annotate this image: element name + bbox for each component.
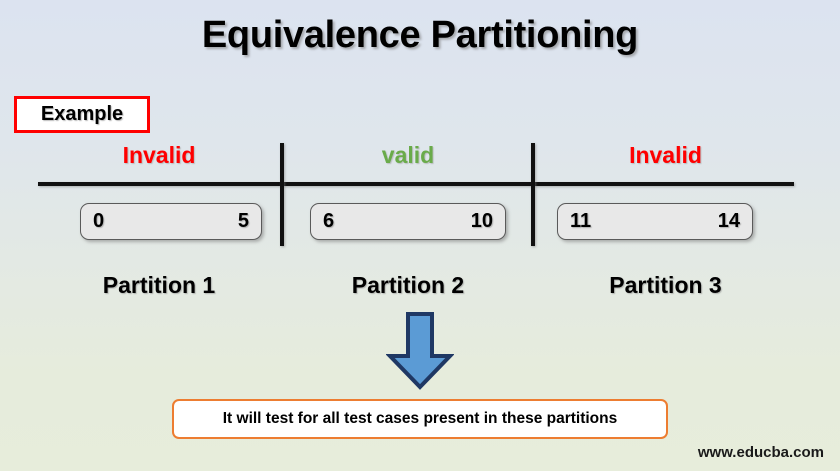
partition-divider-1 <box>280 143 284 246</box>
range-pill-partition-2: 6 10 <box>310 203 506 240</box>
partition-name-1: Partition 1 <box>102 272 216 298</box>
down-arrow-icon <box>385 312 455 390</box>
range-pill-partition-1: 0 5 <box>80 203 262 240</box>
example-tag: Example <box>14 96 150 133</box>
axis-line <box>38 182 794 186</box>
validity-label-partition-1: Invalid <box>122 142 196 168</box>
partition-name-3: Partition 3 <box>609 272 722 298</box>
validity-label-partition-3: Invalid <box>629 142 702 168</box>
example-tag-label: Example <box>40 103 124 125</box>
conclusion-text: It will test for all test cases present … <box>222 410 618 427</box>
watermark: www.educba.com <box>697 444 824 461</box>
page-title: Equivalence Partitioning <box>201 14 639 56</box>
conclusion-box: It will test for all test cases present … <box>172 399 668 439</box>
range-min-partition-2: 6 <box>323 210 335 232</box>
range-max-partition-2: 10 <box>470 210 493 232</box>
partition-divider-2 <box>531 143 535 246</box>
partition-name-2: Partition 2 <box>351 272 465 298</box>
range-min-partition-3: 11 <box>570 210 592 232</box>
validity-label-partition-2: valid <box>381 142 435 168</box>
range-max-partition-1: 5 <box>237 210 249 232</box>
range-max-partition-3: 14 <box>717 210 740 232</box>
range-min-partition-1: 0 <box>93 210 105 232</box>
range-pill-partition-3: 11 14 <box>557 203 753 240</box>
